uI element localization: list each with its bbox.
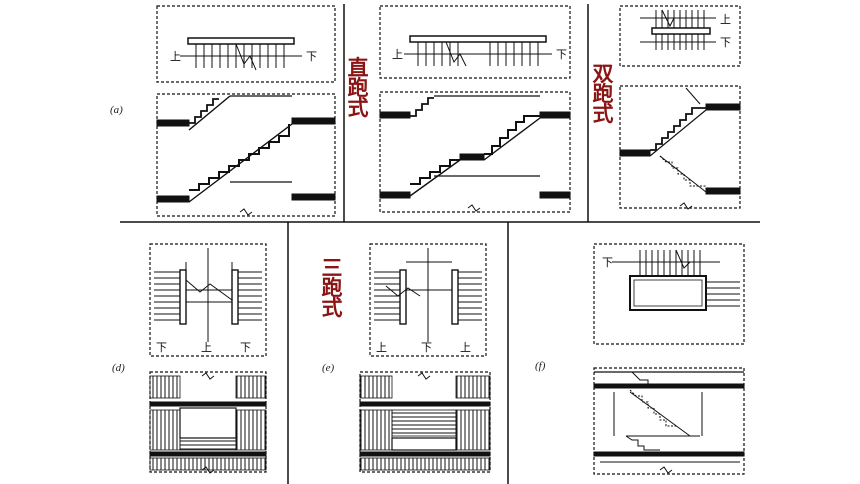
panel-d-plan xyxy=(149,243,267,357)
figure-letter-a: (a) xyxy=(110,104,123,116)
label-up: 上 xyxy=(170,50,181,63)
panel-c-plan xyxy=(619,5,741,67)
label-up: 上 xyxy=(201,341,212,354)
label-down: 下 xyxy=(306,50,317,63)
category-triple-run: 三跑式 xyxy=(320,256,344,320)
figure-letter-d: (d) xyxy=(112,362,125,374)
label-up: 上 xyxy=(460,341,471,354)
plan-direction-labels: 上 下 上 下 上 下 下 上 下 上 下 上 下 xyxy=(156,13,731,354)
category-straight-run-text: 直跑式 xyxy=(347,56,369,120)
panel-a-section xyxy=(156,93,336,217)
label-down: 下 xyxy=(240,341,251,354)
panel-e-plan xyxy=(369,243,487,357)
label-up: 上 xyxy=(376,341,387,354)
category-straight-run: 直跑式 xyxy=(346,56,370,120)
label-down: 下 xyxy=(720,36,731,49)
label-down: 下 xyxy=(421,341,432,354)
panel-b-plan xyxy=(379,5,571,79)
panel-dividers xyxy=(120,4,760,484)
panel-f-plan xyxy=(593,243,745,345)
label-down: 下 xyxy=(156,341,167,354)
panel-e-section xyxy=(359,371,491,473)
label-up: 上 xyxy=(392,48,403,61)
label-up: 上 xyxy=(720,13,731,26)
panel-b-section xyxy=(379,91,571,213)
panel-c-section xyxy=(619,85,741,210)
label-down: 下 xyxy=(602,256,613,269)
label-down: 下 xyxy=(556,48,567,61)
panel-f-section xyxy=(593,367,745,475)
category-double-run: 双跑式 xyxy=(591,62,615,126)
category-triple-run-text: 三跑式 xyxy=(321,256,343,320)
panel-a-plan xyxy=(156,5,336,83)
panel-d-section xyxy=(149,371,267,474)
figure-letter-e: (e) xyxy=(322,362,335,374)
figure-letter-f: (f) xyxy=(535,360,546,372)
category-double-run-text: 双跑式 xyxy=(592,62,614,126)
